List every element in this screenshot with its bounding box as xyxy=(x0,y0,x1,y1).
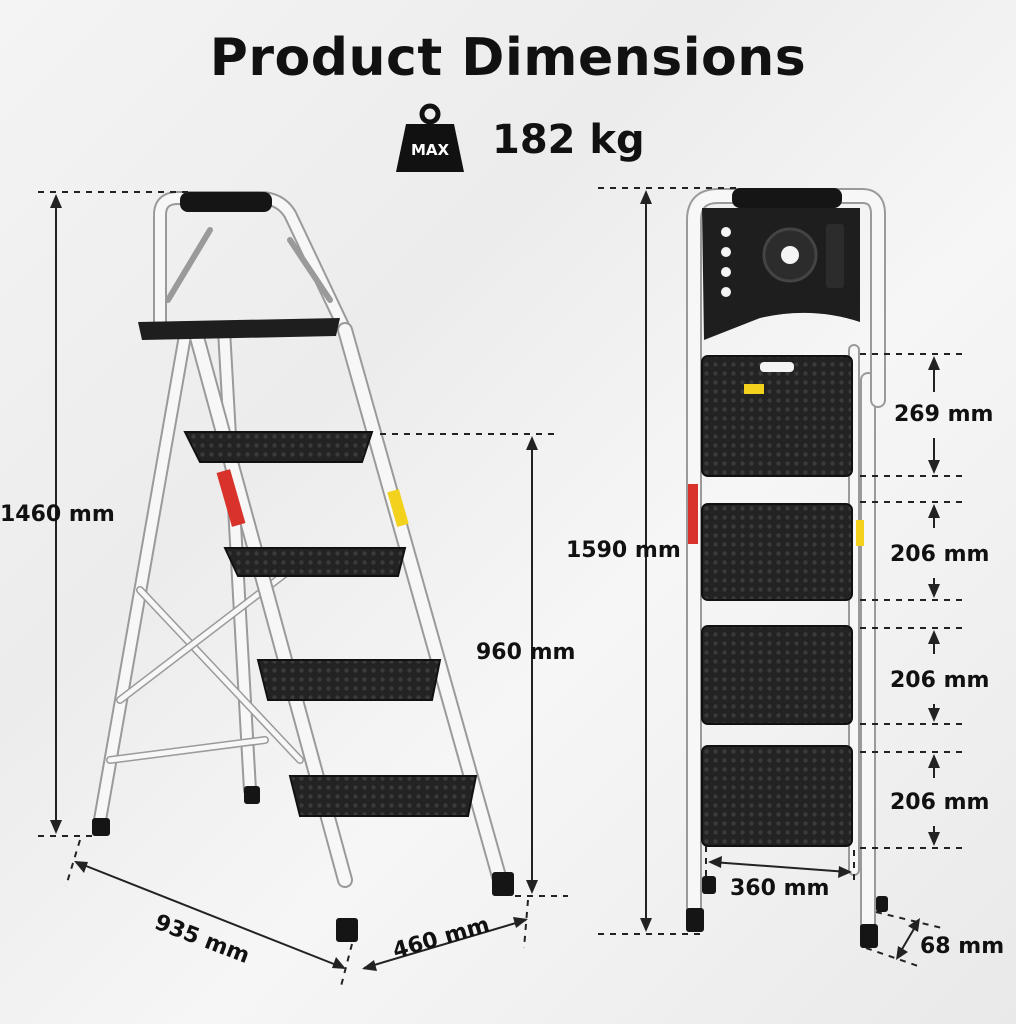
page-title: Product Dimensions xyxy=(209,28,807,88)
thickness-label: 68 mm xyxy=(920,934,1005,959)
max-load-value: 182 kg xyxy=(492,117,645,163)
open-height-label: 1460 mm xyxy=(0,502,115,527)
open-dimension-lines xyxy=(38,191,568,991)
folded-height-label: 1590 mm xyxy=(566,538,681,563)
step-spacing-2-label: 206 mm xyxy=(890,668,990,693)
weight-icon: MAX xyxy=(392,102,468,178)
max-label: MAX xyxy=(411,141,450,159)
folded-ladder xyxy=(686,188,888,948)
max-load-badge: MAX 182 kg xyxy=(392,100,645,180)
step-spacing-3-label: 206 mm xyxy=(890,790,990,815)
open-step-height-label: 960 mm xyxy=(476,640,576,665)
step-width-label: 360 mm xyxy=(730,876,830,901)
folded-dimension-lines xyxy=(598,187,962,967)
step-spacing-1-label: 206 mm xyxy=(890,542,990,567)
open-ladder xyxy=(92,191,514,942)
top-step-spacing-label: 269 mm xyxy=(894,402,994,427)
